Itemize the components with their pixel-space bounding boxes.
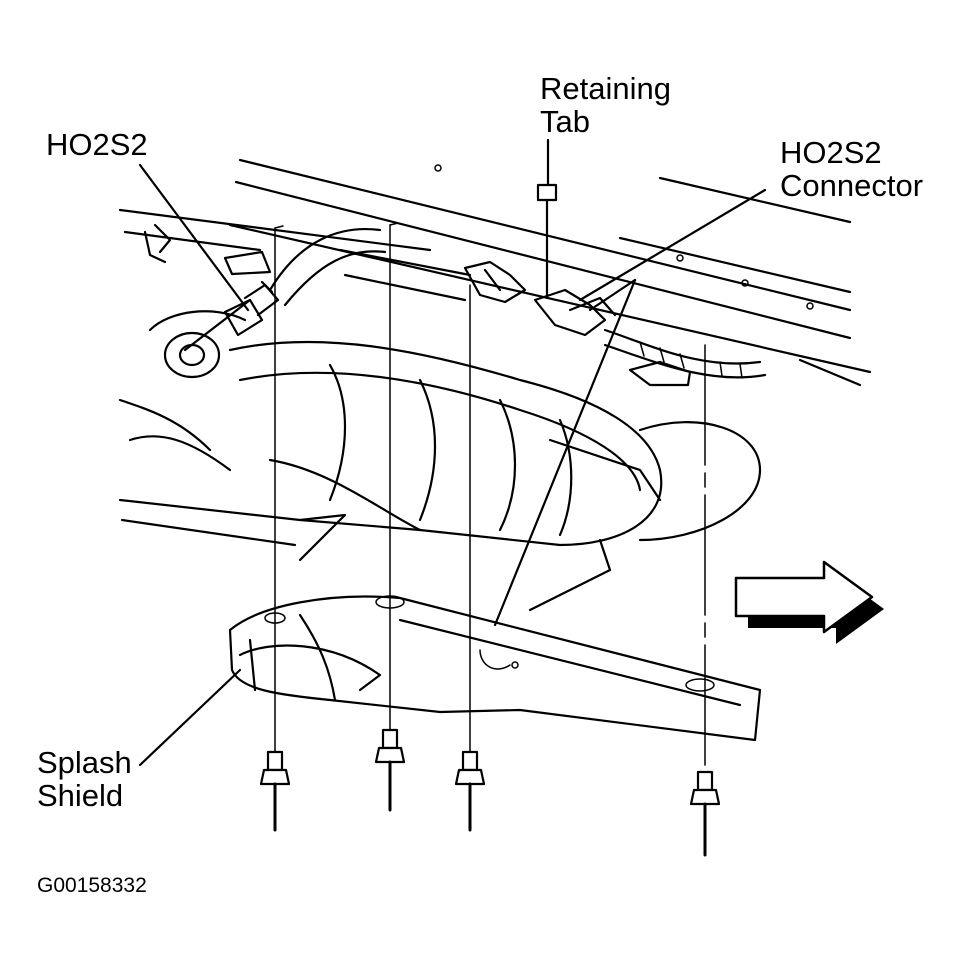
ho2s2-connector-label-line1: HO2S2 (780, 135, 882, 170)
push-pin-fastener-3 (454, 750, 486, 832)
ho2s2-sensor (223, 280, 280, 337)
push-pin-fastener-1 (259, 750, 291, 832)
forward-arrow-icon (734, 560, 884, 644)
alignment-lines (274, 222, 706, 856)
retaining-tab-pointer (536, 138, 558, 300)
figure-id: G00158332 (37, 874, 147, 897)
exhaust-pipe (268, 228, 472, 307)
retaining-tab-label-line2: Tab (540, 104, 590, 139)
ho2s2-connector (463, 260, 767, 387)
ho2s2-connector-label-line2: Connector (780, 168, 924, 203)
floor-pan (228, 158, 872, 387)
ho2s2-label: HO2S2 (46, 127, 148, 162)
push-pin-fastener-2 (374, 728, 406, 812)
retaining-tab-label-line1: Retaining (540, 71, 671, 106)
splash-shield-label-line2: Shield (37, 778, 124, 813)
leader-lines (138, 163, 767, 767)
splash-shield-label-line1: Splash (37, 745, 132, 780)
push-pin-fastener-4 (689, 770, 721, 857)
splash-shield (228, 595, 762, 742)
catalytic-converter (118, 310, 762, 612)
